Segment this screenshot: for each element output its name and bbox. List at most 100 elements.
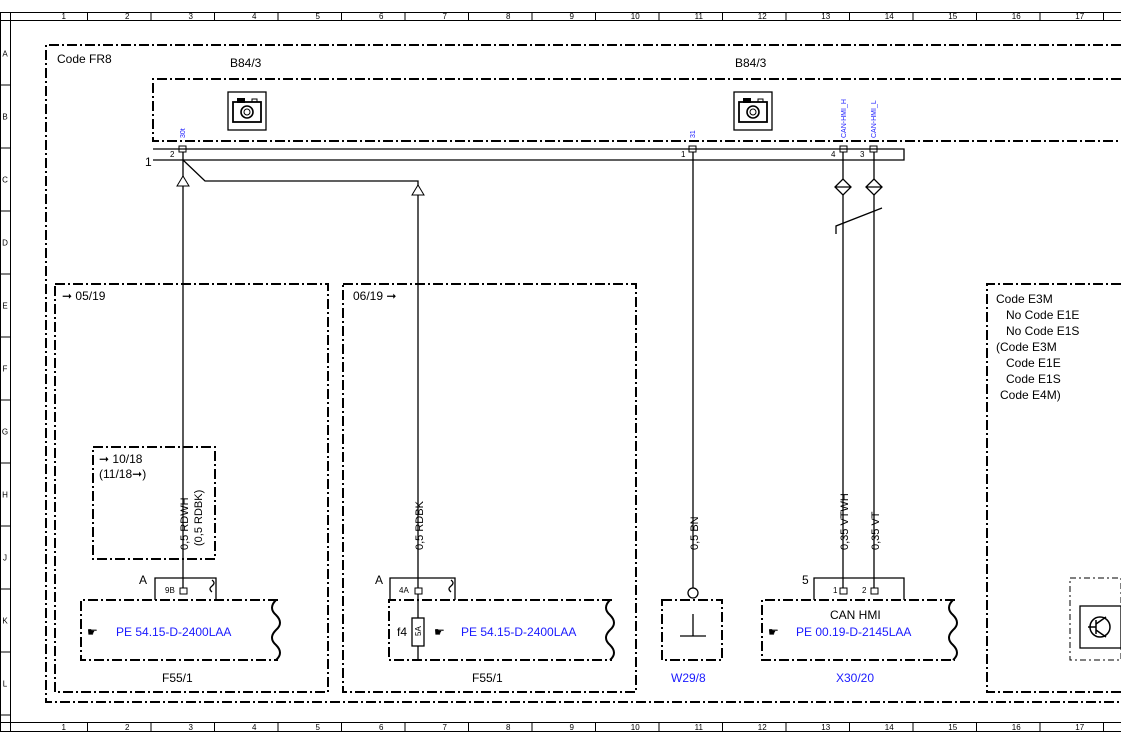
connector-bar [153,148,905,161]
pin-label-mid: 4A [399,586,409,595]
code-line-3: No Code E1S [1006,324,1079,338]
column-label: 13 [821,12,830,21]
svg-text:CAN-HMI_L: CAN-HMI_L [871,100,878,138]
code-line-4: (Code E3M [996,340,1057,354]
column-label: 1 [62,723,67,732]
connector-letter-left: A [139,573,147,587]
row-label: E [2,302,7,311]
row-label: F [3,365,8,374]
column-ticks: 1122334455667788991010111112121313141415… [62,12,1104,732]
hand-pointer-icon: ☛ [434,625,445,639]
column-label: 6 [379,723,384,732]
wire-label-left: 0,5 RDWH [179,497,191,550]
column-label: 11 [695,12,704,21]
svg-text:2: 2 [862,586,867,595]
column-label: 1 [62,12,67,21]
column-label: 2 [125,12,130,21]
row-label: A [2,50,8,59]
row-label: B [2,113,7,122]
column-label: 10 [631,723,640,732]
component-box-partial [1069,577,1121,661]
component-label-left: B84/3 [230,56,262,70]
column-label: 5 [316,12,321,21]
f55-1-left-box [80,599,278,661]
component-x30-20[interactable]: X30/20 [836,671,874,685]
grid-frame: 1122334455667788991010111112121313141415… [0,12,1121,732]
code-line-5: Code E1E [1006,356,1061,370]
pin-can-hmi-h: 4 CAN-HMI_H [831,99,848,159]
svg-text:2: 2 [170,150,175,159]
fuse-f4 [411,617,425,647]
ref-link-can[interactable]: PE 00.19-D-2145LAA [796,625,911,639]
box-left-sub-date-paren: (11/18➞) [99,467,146,481]
box-left-05-19 [54,283,329,693]
svg-text:1: 1 [833,586,838,595]
column-label: 4 [252,723,257,732]
box-left-date: ➞ 05/19 [62,289,106,303]
column-label: 3 [189,723,194,732]
row-label: K [2,617,8,626]
box-left-sub [92,446,216,560]
pin-31: 1 31 [681,130,697,159]
can-title: CAN HMI [830,608,881,622]
connector-left [154,577,217,600]
column-label: 14 [885,12,894,21]
connector-mid [389,577,456,600]
b84-3-component-box [152,78,1121,142]
code-frame-border [45,44,1121,703]
component-f55-1-mid: F55/1 [472,671,503,685]
hand-pointer-icon: ☛ [87,625,98,639]
column-label: 17 [1075,12,1084,21]
wire-label-mid: 0,5 RDBK [414,500,426,550]
wire-label-can-h: 0,35 VTWH [839,493,851,550]
box-left-sub-date: ➞ 10/18 [99,452,143,466]
column-label: 16 [1012,12,1021,21]
column-label: 16 [1012,723,1021,732]
ground-icon [680,614,706,637]
frame-code-label: Code FR8 [57,52,112,66]
column-label: 8 [506,723,511,732]
column-label: 9 [570,723,575,732]
wire-label-can-l: 0,35 VT [870,511,882,550]
connector-can [813,577,905,600]
row-label: D [2,239,8,248]
code-line-7: Code E4M) [1000,388,1061,402]
column-label: 7 [443,12,448,21]
transistor-icon [1079,605,1121,649]
code-line-1: Code E3M [996,292,1053,306]
wire-label-left-alt: (0,5 RDBK) [193,490,205,546]
row-label: J [3,554,7,563]
ref-link-mid[interactable]: PE 54.15-D-2400LAA [461,625,576,639]
component-w29-8[interactable]: W29/8 [671,671,706,685]
column-label: 11 [695,723,704,732]
camera-icon [227,91,267,131]
bus-number: 1 [145,155,152,169]
column-label: 8 [506,12,511,21]
row-label: G [2,428,8,437]
hand-pointer-icon: ☛ [768,625,779,639]
column-label: 10 [631,12,640,21]
code-line-6: Code E1S [1006,372,1061,386]
column-label: 6 [379,12,384,21]
column-label: 13 [821,723,830,732]
pin-can-hmi-l: 3 CAN-HMI_L [860,100,878,159]
svg-text:1: 1 [681,150,686,159]
column-label: 5 [316,723,321,732]
camera-icon [733,91,773,131]
column-label: 7 [443,723,448,732]
svg-text:CAN-HMI_H: CAN-HMI_H [841,99,848,138]
ref-link-left[interactable]: PE 54.15-D-2400LAA [116,625,231,639]
row-label: L [3,680,8,689]
wire-can [834,152,883,588]
fuse-label: f4 [397,625,407,639]
svg-text:31: 31 [690,130,697,138]
fuse-rating: 5A [414,626,423,636]
column-label: 3 [189,12,194,21]
box-mid-06-19 [342,283,637,693]
f55-1-mid-box [388,599,612,661]
row-label: H [2,491,8,500]
w29-8-box [661,599,723,661]
svg-text:4: 4 [831,150,836,159]
